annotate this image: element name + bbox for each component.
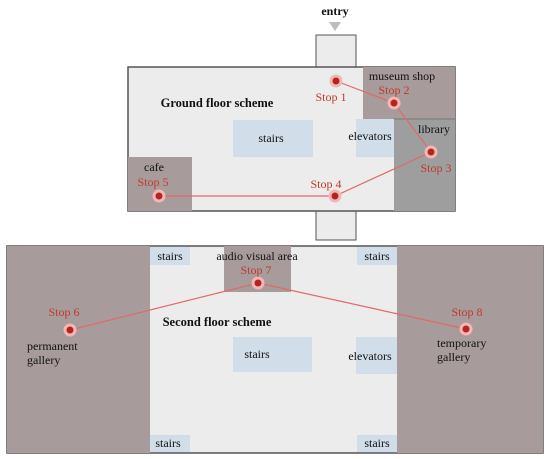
stop-4-label: Stop 4 (310, 177, 341, 191)
ground-floor-entrance-top (315, 34, 357, 68)
ground-elevators (356, 119, 394, 157)
stop-4-marker (328, 189, 342, 203)
museum-shop-label: museum shop (369, 69, 435, 83)
stop-6-marker (63, 323, 77, 337)
stairs-top-left-label: stairs (157, 249, 183, 263)
library-room (394, 119, 455, 211)
permanent-gallery-room (7, 246, 150, 453)
permanent-gallery-label-line1: permanent (27, 339, 78, 353)
stop-8-marker (459, 322, 473, 336)
stop-6-label: Stop 6 (48, 305, 79, 319)
ground-floor-entrance-bottom (315, 210, 357, 241)
ground-elevators-label: elevators (348, 129, 392, 143)
stairs-bottom-right-label: stairs (364, 436, 390, 450)
entry-label: entry (321, 4, 348, 18)
stop-3-label: Stop 3 (420, 161, 451, 175)
stop-3-marker (424, 145, 438, 159)
second-floor-title: Second floor scheme (163, 315, 272, 329)
stop-5-marker (152, 189, 166, 203)
second-floor: stairs stairs stairs stairs stairs eleva… (6, 245, 544, 454)
stairs-top-left (150, 247, 190, 265)
stop-2-marker (387, 96, 401, 110)
stairs-bottom-left-label: stairs (155, 436, 181, 450)
entry-arrow-icon (329, 22, 341, 31)
temporary-gallery-label-line2: gallery (437, 350, 470, 364)
museum-shop-room (363, 67, 455, 119)
second-elevators (356, 337, 397, 374)
temporary-gallery-room (397, 246, 543, 453)
ground-stairs (233, 120, 313, 157)
second-stairs-center-label: stairs (244, 347, 270, 361)
ground-stairs-label: stairs (258, 131, 284, 145)
stop-2-label: Stop 2 (378, 83, 409, 97)
stop-7-marker (251, 276, 265, 290)
permanent-gallery-label-line2: gallery (27, 353, 60, 367)
stop-7-label: Stop 7 (240, 263, 271, 277)
audio-visual-area-label: audio visual area (216, 249, 298, 263)
ground-floor-title: Ground floor scheme (161, 96, 274, 110)
stairs-bottom-right (357, 435, 397, 452)
second-elevators-label: elevators (348, 349, 392, 363)
cafe-label: cafe (144, 160, 164, 174)
stop-1-label: Stop 1 (315, 90, 346, 104)
second-stairs-center (233, 337, 312, 372)
stairs-bottom-left (150, 435, 190, 452)
library-label: library (418, 122, 450, 136)
ground-floor: Ground floor scheme museum shop library … (127, 34, 456, 241)
stop-5-label: Stop 5 (137, 175, 168, 189)
temporary-gallery-label-line1: temporary (437, 336, 486, 350)
stairs-top-right-label: stairs (364, 249, 390, 263)
stairs-top-right (357, 247, 397, 265)
stop-1-marker (329, 74, 343, 88)
stop-8-label: Stop 8 (451, 305, 482, 319)
